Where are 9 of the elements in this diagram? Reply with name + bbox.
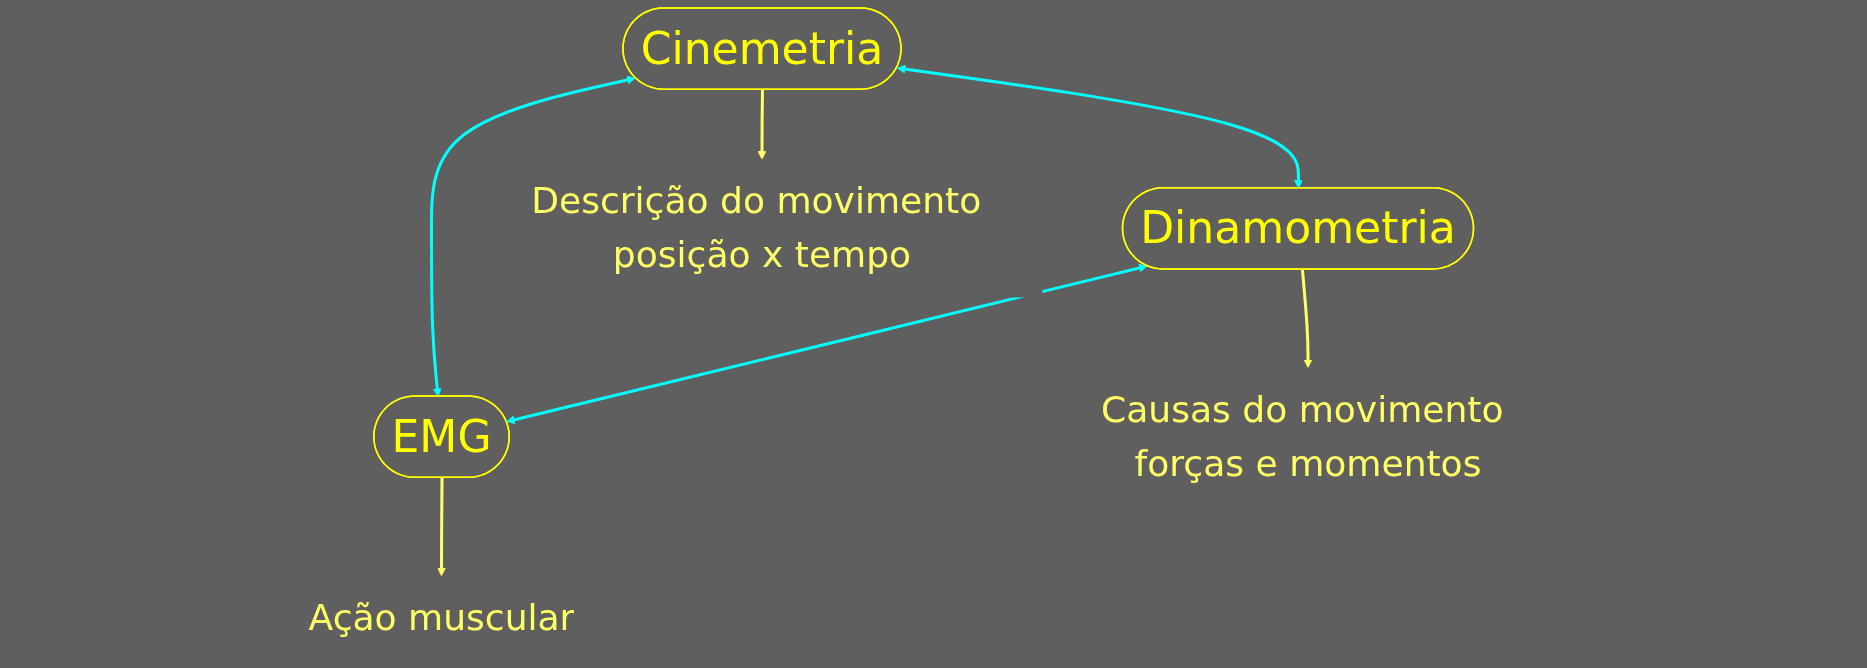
arrow <box>437 477 446 577</box>
node-text: Causas do movimento forças e momentos <box>1101 388 1504 484</box>
arrow <box>757 89 767 160</box>
arrow <box>1300 269 1313 368</box>
node-text: Ação muscular <box>308 596 575 638</box>
arrow <box>896 64 1303 189</box>
node-text: Descrição do movimento posição x tempo <box>531 180 982 276</box>
arrow <box>506 263 1148 425</box>
arrow <box>430 75 636 397</box>
